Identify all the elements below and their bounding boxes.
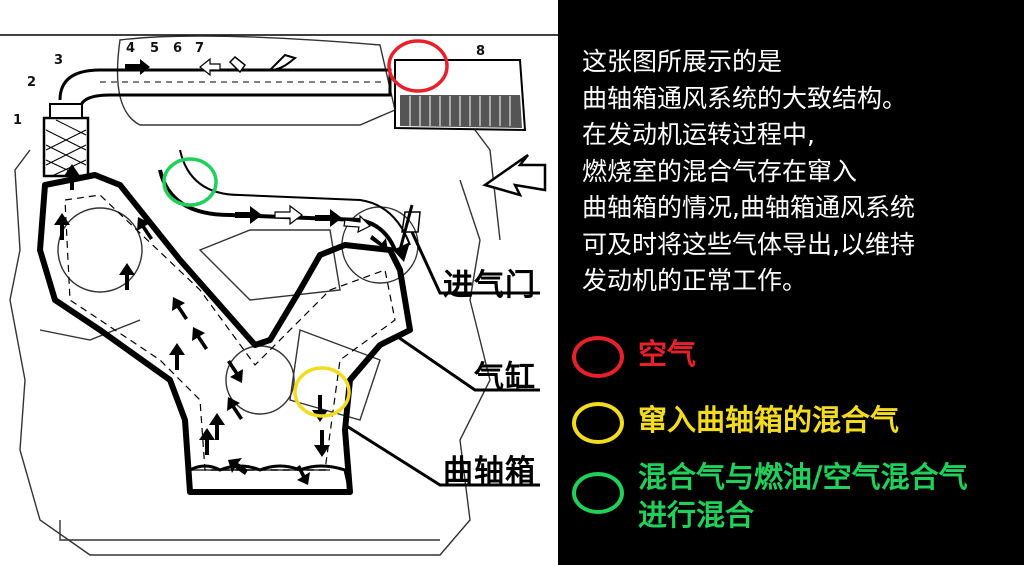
label-crankcase: 曲轴箱: [443, 454, 536, 489]
description-line: 可及时将这些气体导出,以维持: [582, 229, 915, 259]
description-line: 这张图所展示的是: [582, 47, 783, 76]
part-number-4: 4: [126, 41, 136, 56]
part-number-7: 7: [195, 41, 205, 56]
part-number-2: 2: [27, 75, 37, 90]
part-number-8: 8: [476, 44, 486, 59]
air-inlet-arrow: [482, 153, 547, 197]
description-line: 曲轴箱的情况,曲轴箱通风系统: [582, 193, 915, 222]
legend-label-air: 空气: [638, 337, 697, 371]
flow-arrows: [54, 57, 388, 485]
part-number-6: 6: [173, 41, 183, 56]
part-number-3: 3: [54, 53, 64, 68]
legend-ring-blowby: [572, 402, 624, 444]
label-intake-valve: 进气门: [443, 268, 536, 303]
engine-drawing: [0, 34, 558, 556]
description-line: 发动机的正常工作。: [582, 266, 808, 295]
intake-valve: [393, 204, 421, 262]
part-number-1: 1: [13, 113, 23, 128]
legend-label-mixing: 混合气与燃油/空气混合气: [638, 460, 968, 494]
description-text: 这张图所展示的是 曲轴箱通风系统的大致结构。 在发动机运转过程中, 燃烧室的混合…: [582, 44, 1012, 300]
description-line: 燃烧室的混合气存在窜入: [582, 156, 858, 186]
description-line: 曲轴箱通风系统的大致结构。: [582, 83, 908, 113]
part-number-5: 5: [150, 41, 160, 56]
label-cylinder: 气缸: [474, 360, 536, 395]
mixing-circle-marker: [162, 157, 218, 207]
legend-ring-air: [572, 336, 624, 378]
oil-separator: [42, 103, 90, 178]
legend-label-blowby: 窜入曲轴箱的混合气: [638, 403, 900, 437]
description-line: 在发动机运转过程中,: [582, 120, 815, 149]
air-circle-marker: [387, 39, 449, 93]
air-filter: [394, 59, 527, 132]
blowby-circle-marker: [293, 366, 351, 418]
legend-ring-mixing: [572, 472, 624, 514]
legend-label-mixing-line2: 进行混合: [638, 498, 755, 532]
engine-diagram: 1 2 3 4 5 6 7 8 进气门 气缸 曲轴箱: [0, 0, 558, 565]
leader-lines: [344, 231, 540, 487]
crankcase-path: [37, 172, 413, 495]
